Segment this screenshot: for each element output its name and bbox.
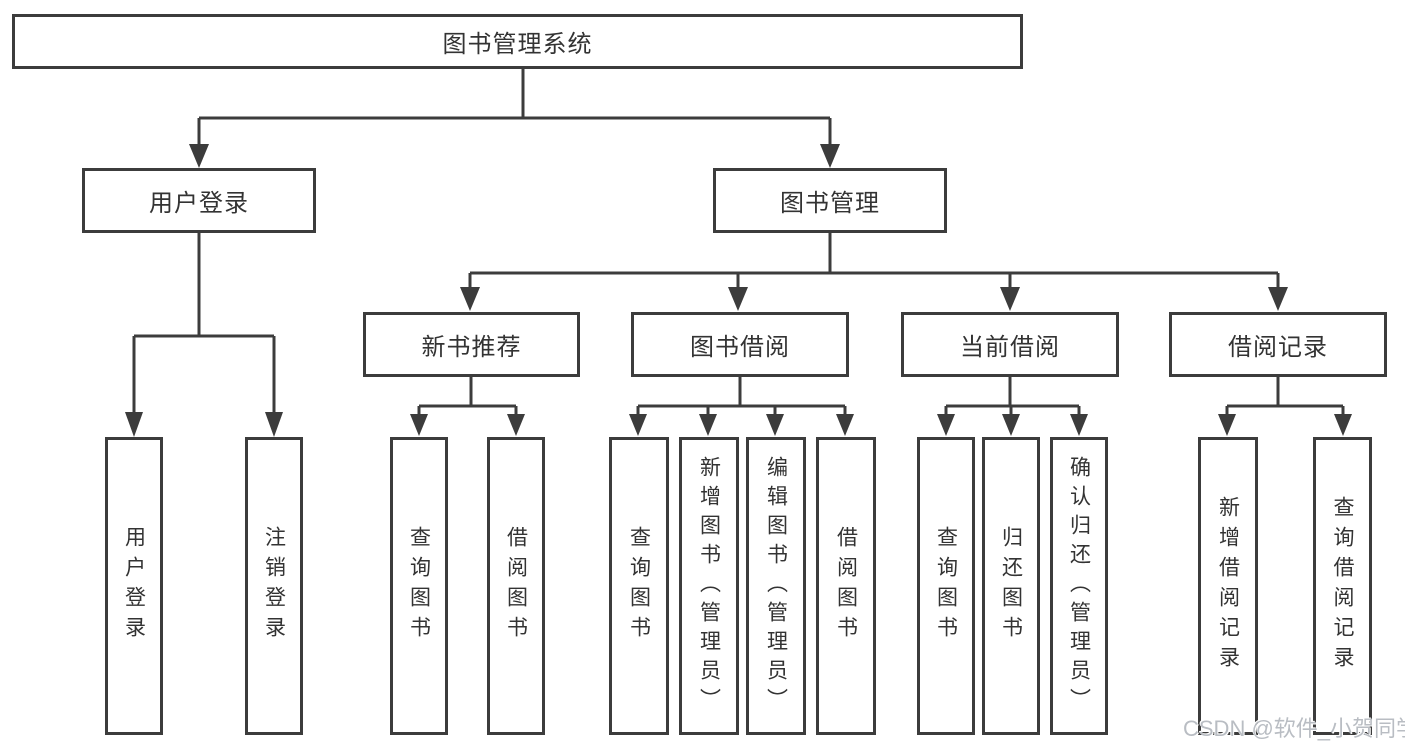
leaf-recommend-borrow-books: 借阅图书 xyxy=(487,437,545,735)
leaf-user-login: 用户登录 xyxy=(105,437,163,735)
leaf-current-confirm-return-admin-label: 确认归还（管理员） xyxy=(1067,455,1091,717)
leaf-current-return-books: 归还图书 xyxy=(982,437,1040,735)
node-new-book-recommend-label: 新书推荐 xyxy=(421,334,522,361)
connector-lines xyxy=(132,69,1345,416)
leaf-recommend-query-books-label: 查询图书 xyxy=(407,526,431,646)
leaf-records-add-record-label: 新增借阅记录 xyxy=(1216,496,1240,676)
connector-arrowheads xyxy=(125,144,1352,437)
leaf-recommend-query-books: 查询图书 xyxy=(390,437,448,735)
node-borrow-records-label: 借阅记录 xyxy=(1228,334,1328,361)
leaf-recommend-borrow-books-label: 借阅图书 xyxy=(504,526,528,646)
node-current-borrow: 当前借阅 xyxy=(901,312,1119,377)
leaf-borrow-edit-books-admin: 编辑图书（管理员） xyxy=(746,437,806,735)
leaf-records-add-record: 新增借阅记录 xyxy=(1198,437,1258,735)
node-user-login-label: 用户登录 xyxy=(149,190,249,217)
leaf-borrow-borrow-books: 借阅图书 xyxy=(816,437,876,735)
node-book-borrow-label: 图书借阅 xyxy=(690,334,790,361)
node-root: 图书管理系统 xyxy=(12,14,1023,69)
node-root-label: 图书管理系统 xyxy=(442,31,593,58)
node-user-login: 用户登录 xyxy=(82,168,316,233)
node-new-book-recommend: 新书推荐 xyxy=(363,312,580,377)
leaf-logout-label: 注销登录 xyxy=(262,526,286,646)
leaf-current-query-books-label: 查询图书 xyxy=(934,526,958,646)
leaf-records-query-record-label: 查询借阅记录 xyxy=(1331,496,1354,676)
leaf-borrow-edit-books-admin-label: 编辑图书（管理员） xyxy=(764,455,788,717)
csdn-watermark: CSDN @软件_小贺同学 xyxy=(1183,716,1405,741)
leaf-records-query-record: 查询借阅记录 xyxy=(1313,437,1372,735)
leaf-user-login-label: 用户登录 xyxy=(122,526,146,646)
leaf-current-confirm-return-admin: 确认归还（管理员） xyxy=(1050,437,1108,735)
node-book-management: 图书管理 xyxy=(713,168,947,233)
leaf-borrow-borrow-books-label: 借阅图书 xyxy=(834,526,858,646)
node-current-borrow-label: 当前借阅 xyxy=(960,334,1060,361)
node-book-borrow: 图书借阅 xyxy=(631,312,849,377)
leaf-current-query-books: 查询图书 xyxy=(917,437,975,735)
node-book-management-label: 图书管理 xyxy=(780,190,880,217)
leaf-logout: 注销登录 xyxy=(245,437,303,735)
leaf-borrow-add-books-admin: 新增图书（管理员） xyxy=(679,437,739,735)
leaf-borrow-query-books: 查询图书 xyxy=(609,437,669,735)
node-borrow-records: 借阅记录 xyxy=(1169,312,1387,377)
leaf-borrow-query-books-label: 查询图书 xyxy=(627,526,651,646)
leaf-current-return-books-label: 归还图书 xyxy=(999,526,1023,646)
leaf-borrow-add-books-admin-label: 新增图书（管理员） xyxy=(697,455,721,717)
